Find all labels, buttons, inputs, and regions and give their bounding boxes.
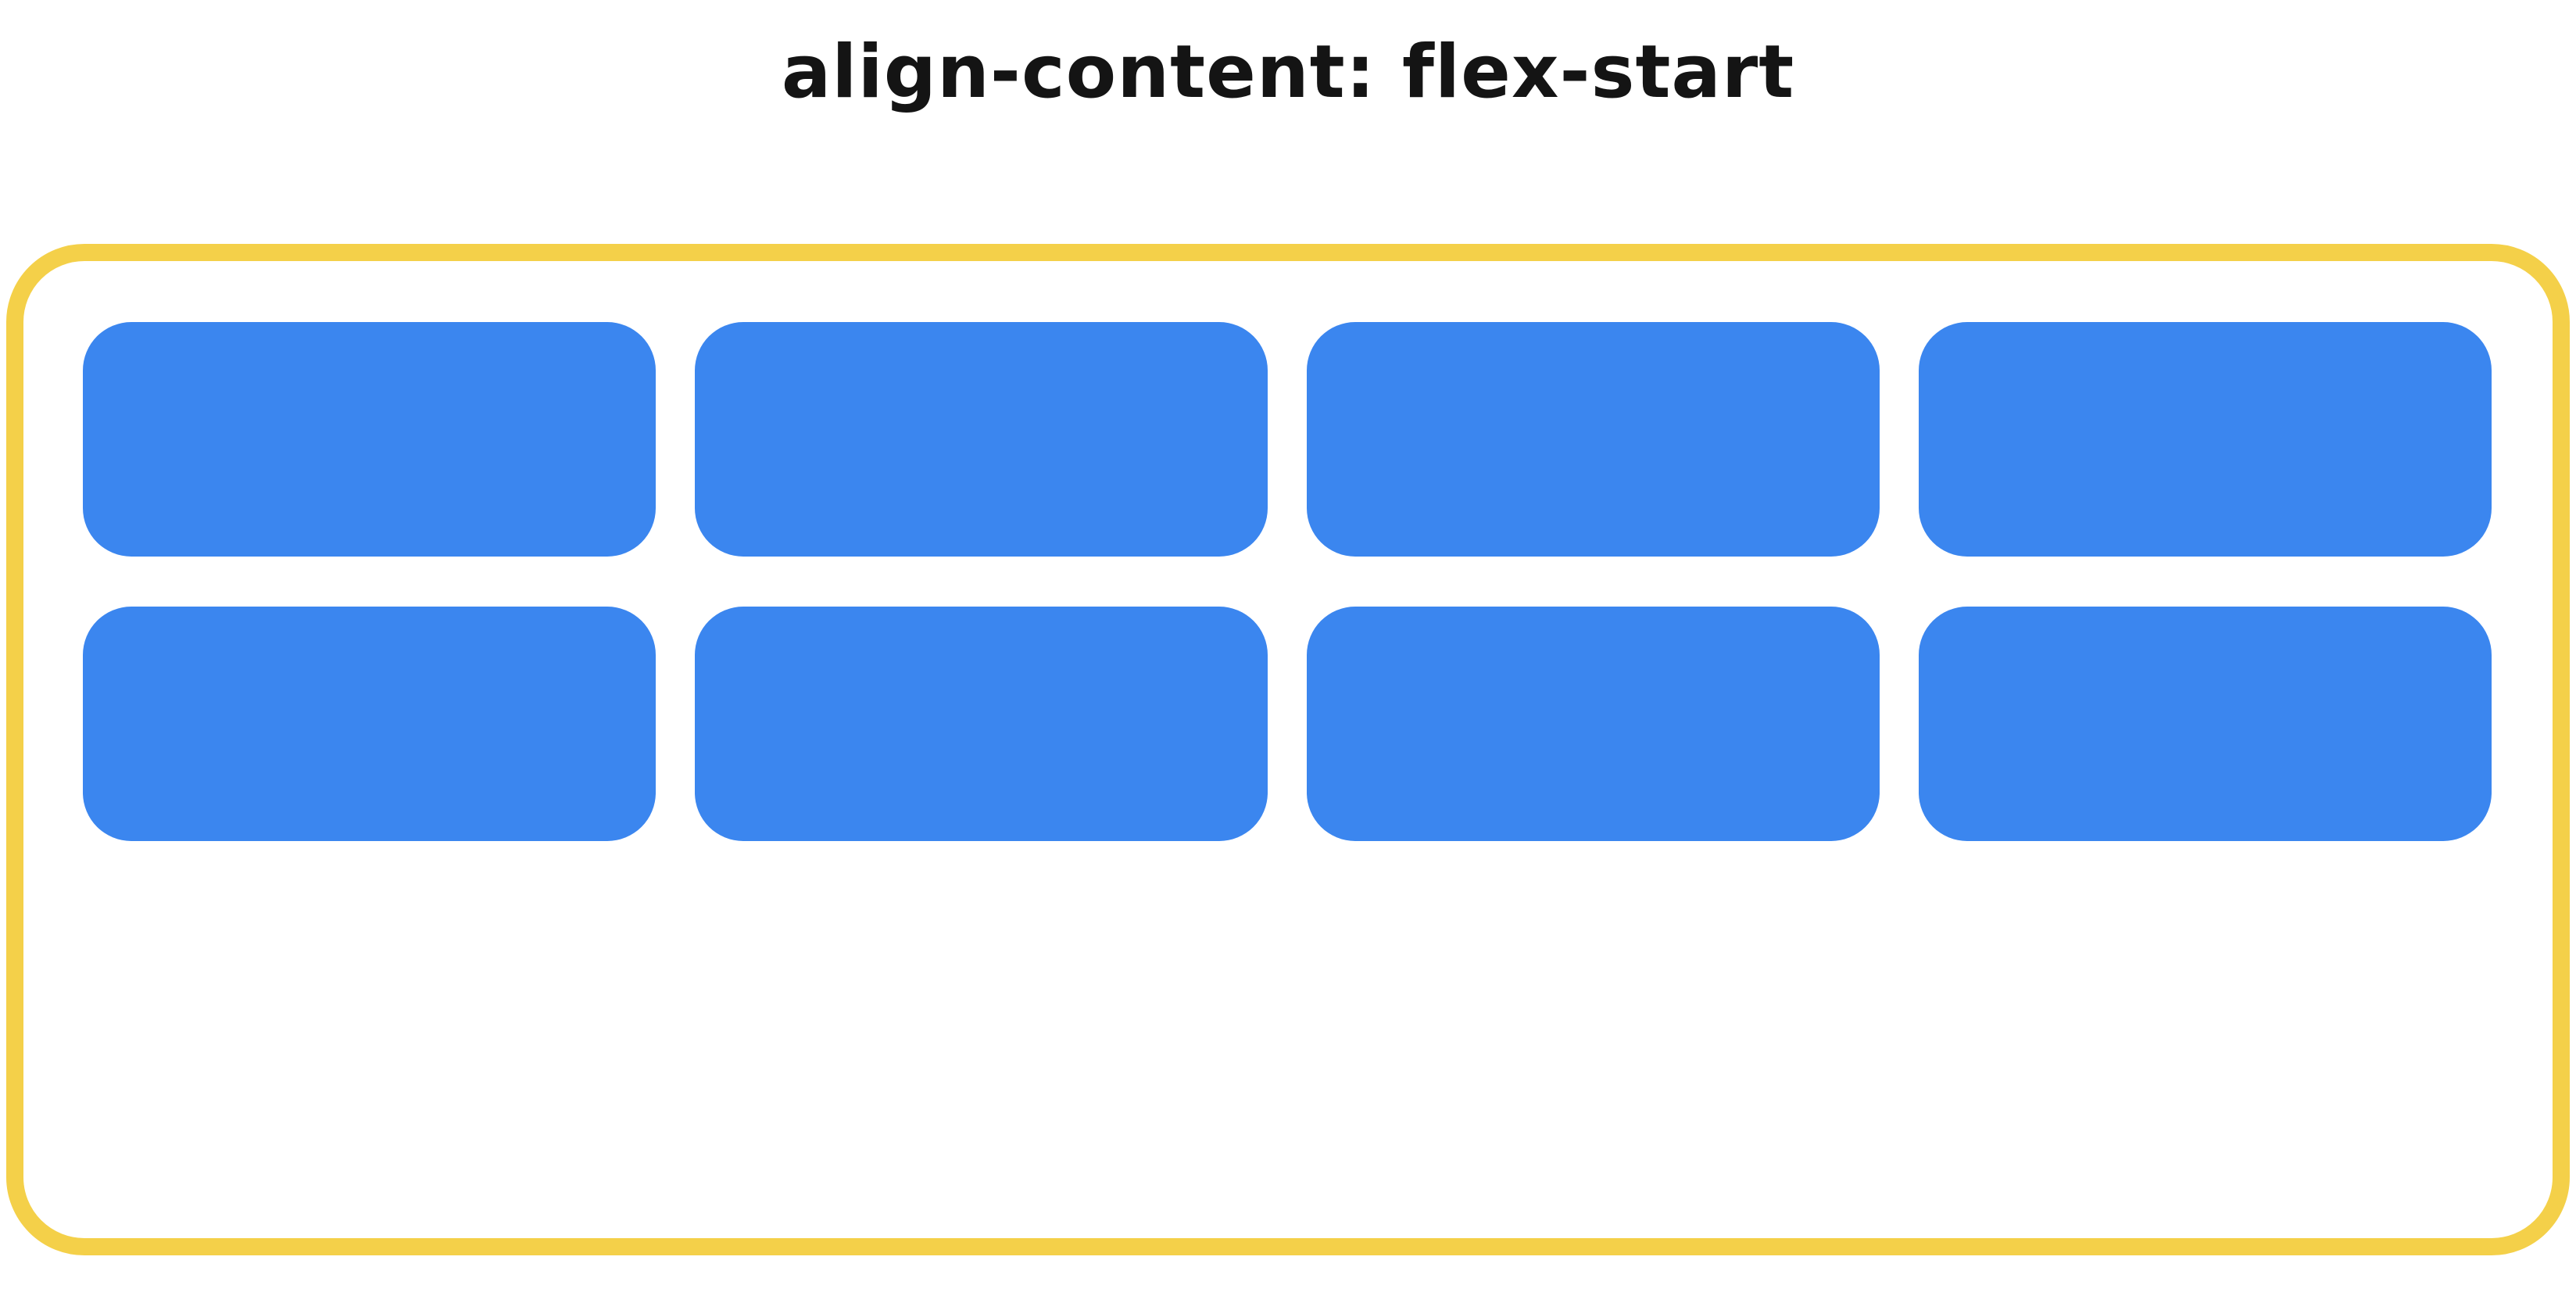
- flex-item-6: [695, 607, 1268, 841]
- flex-item-4: [1919, 322, 2492, 557]
- flex-item-5: [83, 607, 656, 841]
- flex-item-8: [1919, 607, 2492, 841]
- flex-item-7: [1307, 607, 1880, 841]
- flex-item-1: [83, 322, 656, 557]
- flex-container: [6, 244, 2570, 1255]
- page-title: align-content: flex-start: [781, 30, 1795, 115]
- flex-item-3: [1307, 322, 1880, 557]
- flex-item-2: [695, 322, 1268, 557]
